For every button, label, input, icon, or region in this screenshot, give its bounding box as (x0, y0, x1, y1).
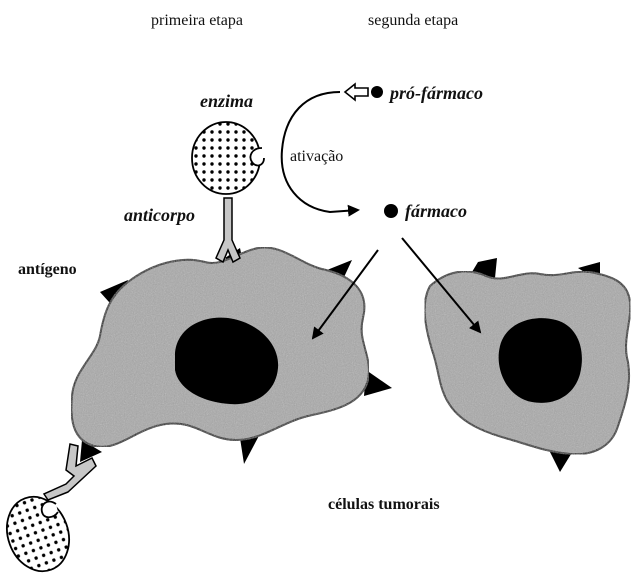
antibody-enzyme-conjugate-top (192, 122, 264, 262)
drug-icon (384, 204, 398, 218)
antibody-enzyme-conjugate-bottom (0, 444, 96, 576)
tumor-cell-right (425, 258, 631, 472)
tumor-cells-label: células tumorais (328, 497, 440, 513)
cell-nucleus (499, 318, 582, 403)
step1-header: primeira etapa (151, 13, 243, 29)
step2-header: segunda etapa (368, 13, 458, 29)
prodrug-label: pró-fármaco (390, 84, 483, 102)
activation-label: ativação (290, 149, 343, 165)
prodrug-icon (345, 84, 383, 100)
enzyme (0, 488, 79, 576)
drug-label: fármaco (405, 202, 467, 220)
antigen-label: antígeno (18, 262, 77, 278)
antibody-label: anticorpo (124, 206, 195, 224)
enzyme (192, 122, 264, 194)
antibody (216, 198, 240, 262)
tumor-cell-left (71, 247, 392, 464)
enzyme-label: enzima (200, 92, 253, 110)
